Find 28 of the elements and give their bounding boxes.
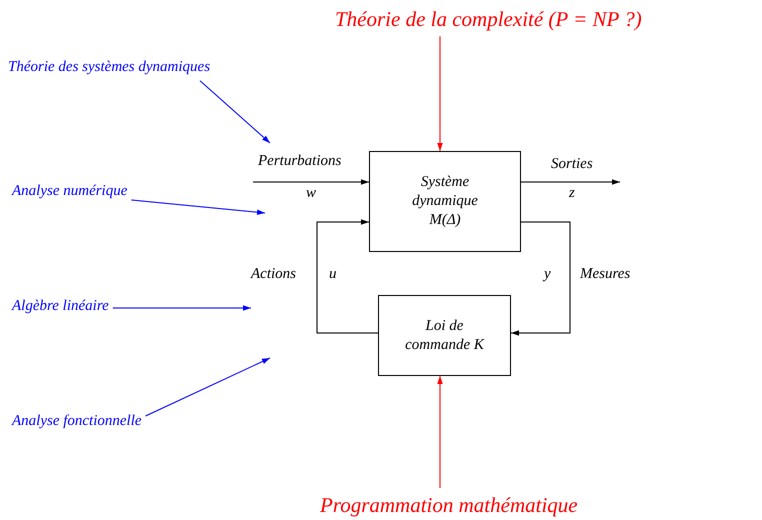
signal-name: w — [306, 185, 316, 202]
edge-label: Actions — [251, 266, 296, 283]
topic-label: Analyse numérique — [12, 182, 128, 201]
signal-name: z — [569, 185, 575, 202]
block-text: Système dynamique M(Δ) — [411, 173, 479, 230]
edge-label: Perturbations — [258, 153, 342, 170]
block-box — [369, 151, 521, 252]
edge-label: Sorties — [551, 156, 593, 173]
topic-label: Analyse fonctionnelle — [12, 412, 142, 431]
topic-label: Théorie des systèmes dynamiques — [8, 58, 210, 77]
arrow — [510, 222, 570, 336]
arrow — [145, 358, 270, 416]
topic-label: Algèbre linéaire — [12, 297, 109, 316]
arrow — [112, 305, 252, 311]
signal-name: y — [544, 266, 551, 283]
block-text: Loi de commande K — [404, 316, 486, 354]
arrow — [437, 36, 443, 152]
arrow — [520, 179, 620, 185]
edge-label: Mesures — [580, 266, 630, 283]
arrow — [200, 80, 270, 144]
block-box — [378, 295, 511, 376]
topic-label: Programmation mathématique — [320, 492, 578, 518]
arrow — [130, 200, 266, 215]
arrow — [437, 376, 443, 488]
topic-label: Théorie de la complexité (P = NP ?) — [335, 6, 642, 32]
arrow — [316, 219, 378, 334]
arrow — [252, 179, 370, 185]
signal-name: u — [329, 266, 336, 283]
